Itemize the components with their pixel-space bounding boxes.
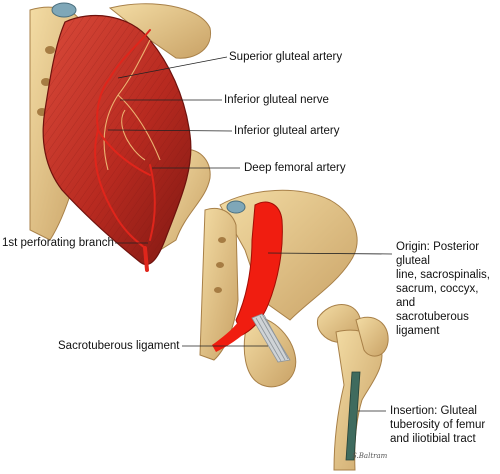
- arteries: [94, 29, 156, 272]
- label-sacrotuberous-ligament: Sacrotuberous ligament: [58, 340, 180, 352]
- label-superior-gluteal-artery: Superior gluteal artery: [229, 51, 343, 63]
- ischium: [243, 317, 297, 388]
- label-origin-line-2: line, sacrospinalis,: [396, 269, 490, 281]
- label-origin-line-4: sacrotuberous ligament: [396, 311, 469, 337]
- nerves: [103, 39, 161, 171]
- label-deep-femoral-artery: Deep femoral artery: [244, 162, 346, 174]
- label-origin-line-3: sacrum, coccyx, and: [396, 283, 479, 309]
- label-inferior-gluteal-nerve: Inferior gluteal nerve: [224, 94, 329, 106]
- leader-lines: [107, 56, 393, 412]
- origin-area: [212, 201, 283, 352]
- label-insertion-line-3: and iliotibial tract: [390, 433, 476, 445]
- iliac-crest: [108, 3, 212, 59]
- label-insertion-line-1: Insertion: Gluteal: [390, 405, 477, 417]
- sacrotuberous-ligament: [251, 313, 291, 363]
- label-origin: Origin: Posterior gluteal line, sacrospi…: [396, 240, 500, 338]
- bottom-bones: [199, 189, 389, 471]
- insertion-area: [345, 371, 361, 461]
- label-origin-line-1: Origin: Posterior gluteal: [396, 241, 480, 267]
- label-first-perforating-branch: 1st perforating branch: [2, 237, 114, 249]
- label-insertion: Insertion: Gluteal tuberosity of femur a…: [390, 404, 498, 446]
- label-insertion-line-2: tuberosity of femur: [390, 419, 486, 431]
- sacrum-bottom: [199, 207, 239, 361]
- artist-signature: S.Baltram: [352, 452, 388, 460]
- label-inferior-gluteal-artery: Inferior gluteal artery: [234, 125, 340, 137]
- greater-trochanter: [355, 316, 389, 357]
